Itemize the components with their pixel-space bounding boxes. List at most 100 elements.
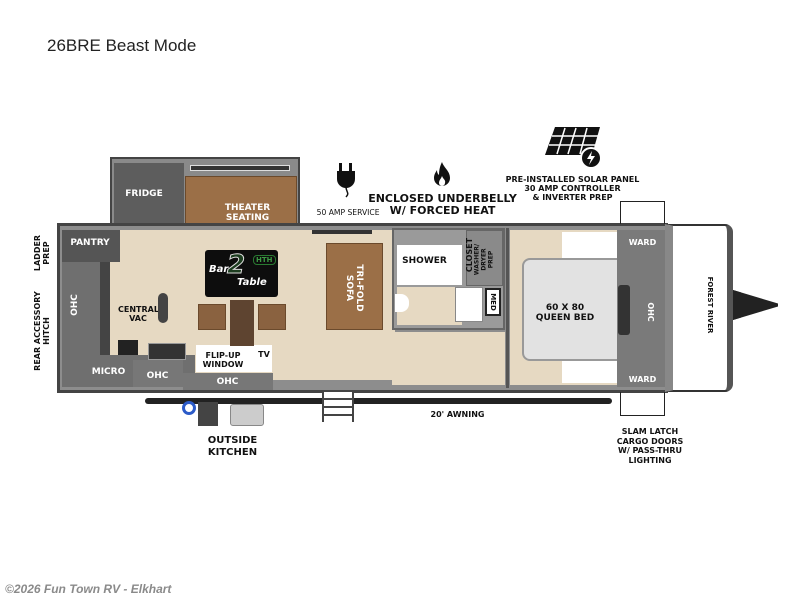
cargo-door-bottom[interactable] [620, 392, 665, 416]
theater-line: SEATING [225, 213, 270, 223]
underbelly-line: ENCLOSED UNDERBELLY [368, 192, 517, 205]
rear-ohc-label: OHC [70, 294, 80, 316]
bedroom-wall [506, 228, 509, 388]
two-text: 2 [226, 250, 246, 281]
ladder-line: PREP [42, 241, 51, 265]
hose [182, 401, 196, 415]
shower-label: SHOWER [402, 256, 447, 266]
page-title: 26BRE Beast Mode [47, 36, 197, 55]
cargo-line: W/ PASS-THRU [618, 446, 682, 455]
copyright-footer: ©2026 Fun Town RV - Elkhart [5, 582, 172, 596]
kitchen-counter [100, 262, 110, 357]
washer-line: WASHER/ [473, 243, 481, 276]
flip-line: FLIP-UP [205, 351, 241, 360]
ohc-mid-label: OHC [146, 371, 169, 381]
fridge-label: FRIDGE [125, 189, 163, 199]
cargo-line: LIGHTING [628, 455, 672, 465]
vac-line: CENTRAL [118, 305, 159, 314]
vac-line: VAC [129, 314, 147, 323]
headboard [618, 285, 630, 335]
ladder-line: LADDER [33, 234, 42, 272]
hitch [733, 290, 778, 320]
vanity [455, 287, 483, 322]
fridge [114, 163, 184, 225]
window [312, 230, 372, 234]
bar2table-logo: Bar 2 Table HTH [205, 250, 278, 297]
flip-line: WINDOW [202, 360, 244, 369]
hth-text: HTH [253, 255, 276, 265]
tv-label: TV [258, 350, 270, 359]
bar-text: Bar [209, 264, 229, 275]
washer-line: DRYER [480, 248, 488, 271]
awning [145, 398, 612, 404]
washer-line: PREP [487, 250, 495, 269]
med-cabinet [485, 288, 501, 316]
ohc-mid [133, 360, 183, 387]
pantry-label: PANTRY [70, 238, 110, 248]
front-cap [665, 224, 733, 392]
ohc-bottom-label: OHC [216, 377, 239, 387]
bed-line: QUEEN BED [535, 313, 595, 323]
toilet [395, 294, 409, 312]
chair [198, 304, 226, 330]
entry-steps[interactable] [322, 392, 354, 422]
cargo-line: SLAM LATCH [621, 427, 679, 436]
awning-label: 20' AWNING [430, 410, 485, 419]
underbelly-line: W/ FORCED HEAT [389, 204, 496, 217]
shower [397, 245, 462, 285]
ohc-bottom [183, 373, 273, 390]
solar-line: PRE-INSTALLED SOLAR PANEL [505, 175, 640, 184]
hall-floor [392, 332, 505, 385]
outside-kitchen-unit [230, 404, 264, 426]
med-label: MED [489, 293, 497, 311]
hitch-line: REAR ACCESSORY [33, 291, 42, 371]
flame-icon [434, 162, 450, 186]
table [230, 300, 254, 346]
micro-label: MICRO [91, 367, 126, 377]
footprint-icon [158, 293, 168, 323]
bed-line: 60 X 80 [545, 303, 585, 313]
pantry [62, 230, 120, 262]
solar-line: 30 AMP CONTROLLER [524, 184, 621, 193]
table-text: Table [237, 277, 267, 288]
outside-kitchen-line: KITCHEN [207, 447, 258, 458]
slide-window [190, 165, 290, 171]
solar-panel-icon [545, 127, 602, 169]
solar-line: & INVERTER PREP [532, 193, 613, 202]
nightstand [562, 232, 617, 262]
sink [148, 343, 186, 360]
ward-top-label: WARD [628, 238, 657, 247]
front-ohc-label: OHC [646, 302, 655, 322]
chair [258, 304, 286, 330]
flip-up-window [196, 345, 272, 372]
power-label: 50 AMP SERVICE [316, 208, 380, 217]
hitch-line: HITCH [42, 317, 51, 345]
queen-bed [522, 258, 622, 361]
plug-icon [337, 163, 355, 198]
outside-kitchen [198, 402, 218, 426]
tri-fold-sofa [326, 243, 383, 330]
sofa-line: TRI-FOLD [354, 264, 364, 312]
theater-line: THEATER [224, 203, 271, 213]
ward-bottom-label: WARD [628, 375, 657, 384]
cargo-line: CARGO DOORS [616, 436, 684, 446]
outside-kitchen-line: OUTSIDE [207, 435, 258, 446]
sofa-line: SOFA [344, 274, 354, 302]
stove [118, 340, 138, 355]
brand-label: FOREST RIVER [706, 276, 714, 334]
cargo-door-top[interactable] [620, 201, 665, 224]
closet [466, 230, 503, 286]
